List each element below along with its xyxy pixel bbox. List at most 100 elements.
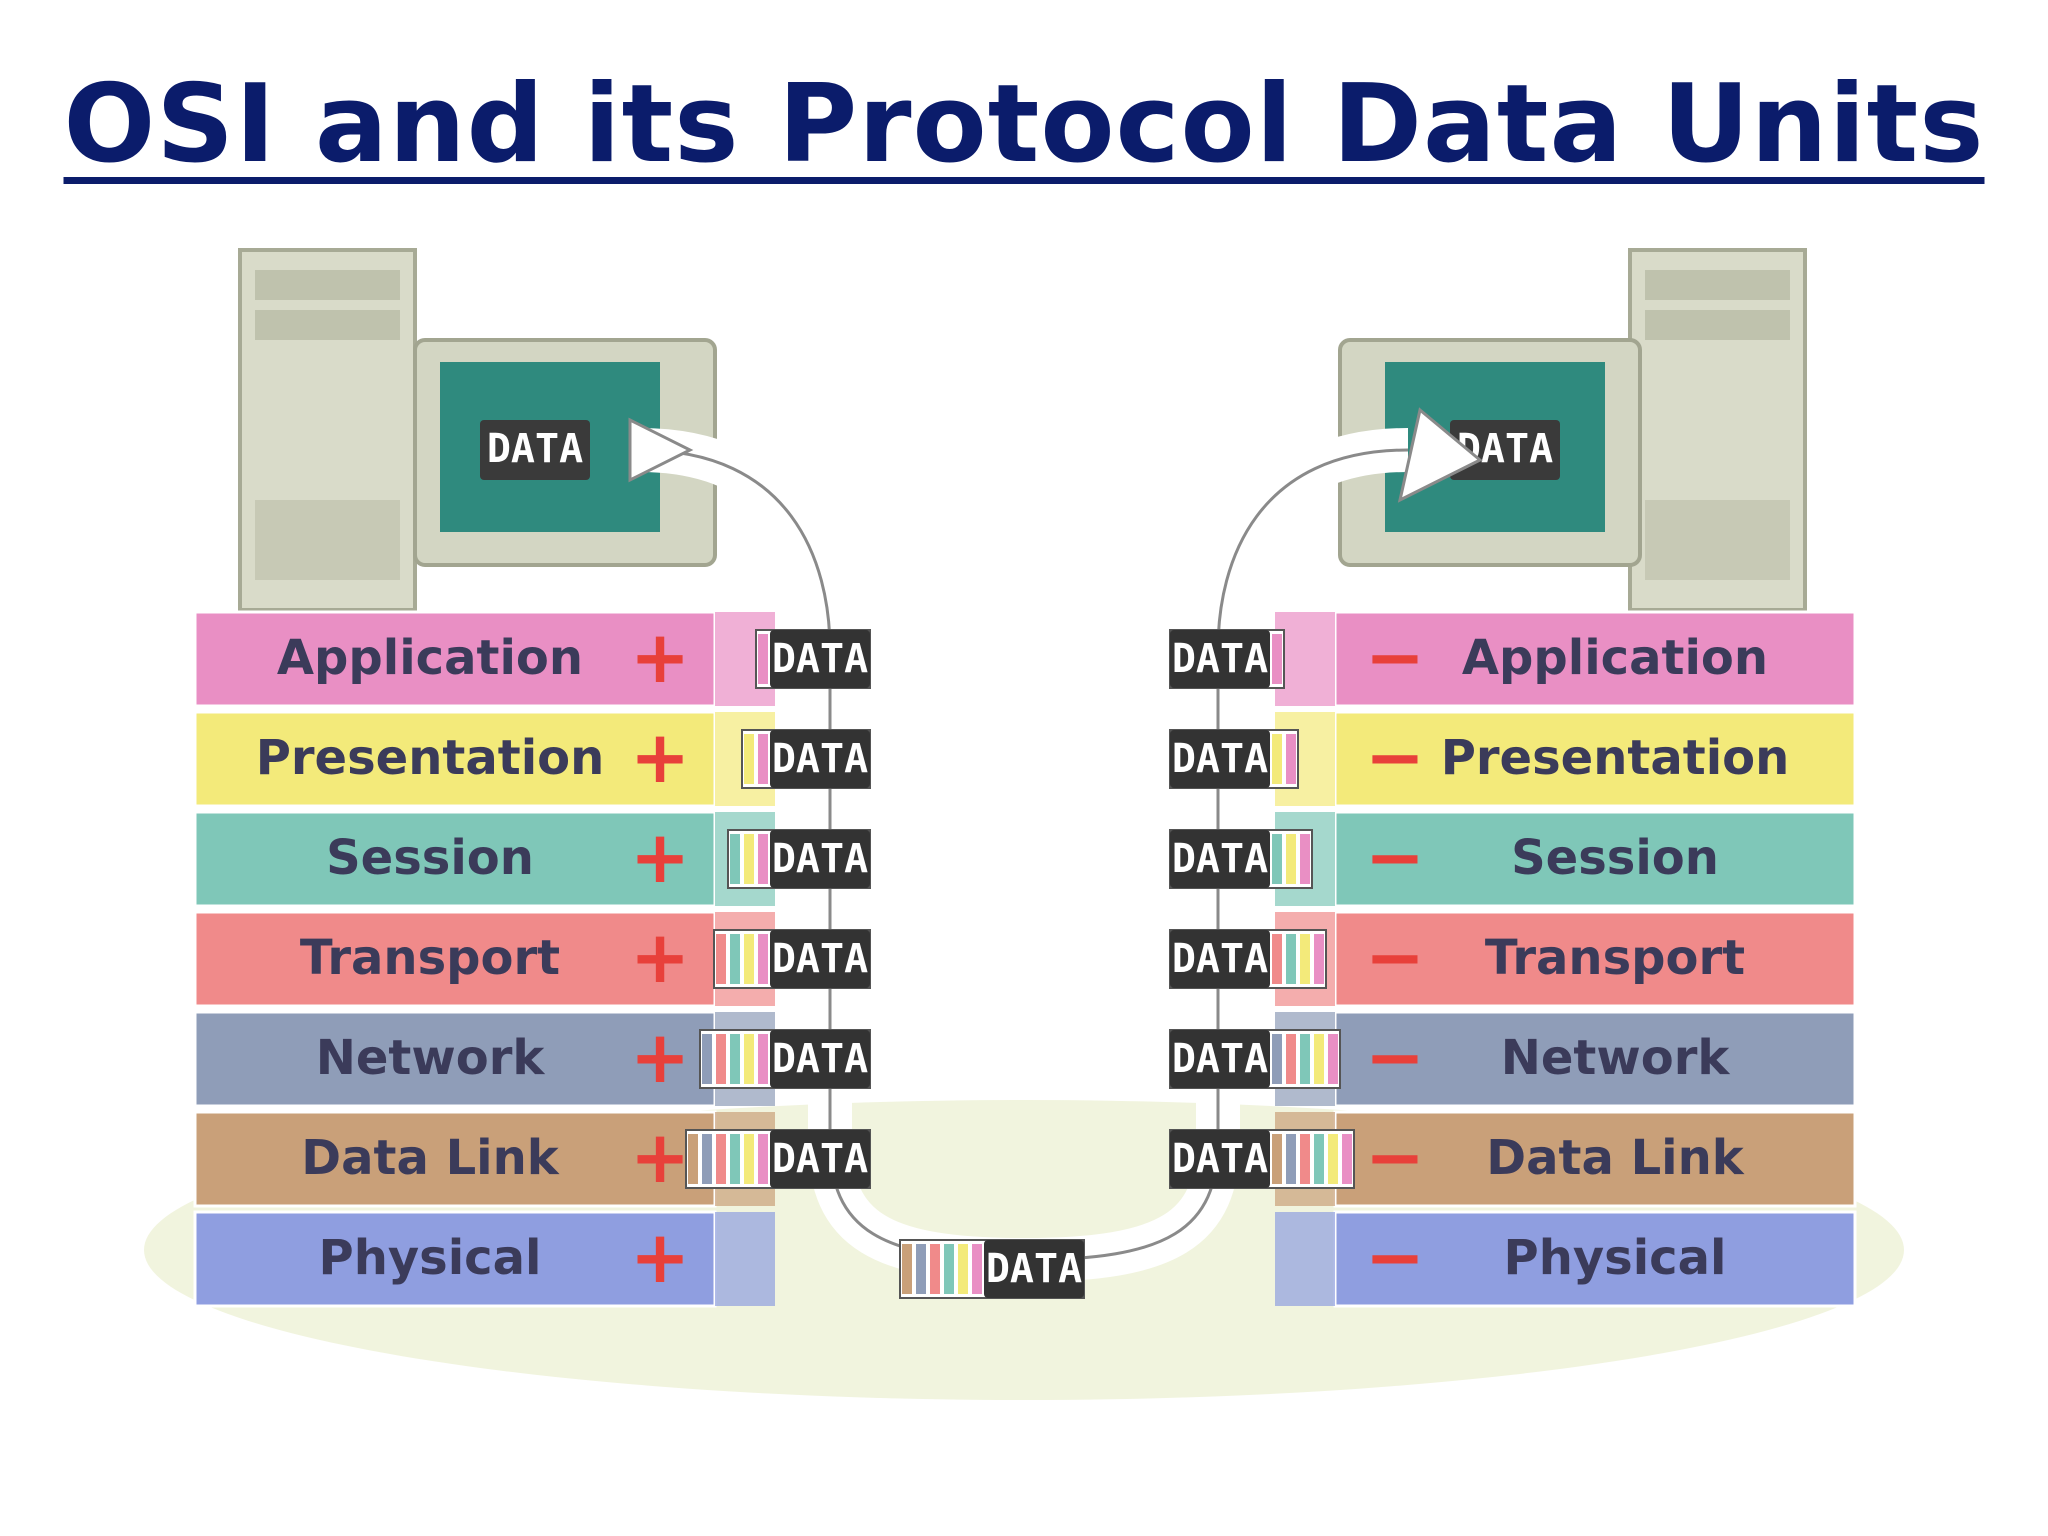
pdu-header-stripe — [730, 1034, 740, 1084]
pdu-header-stripe — [1286, 734, 1296, 784]
receiver-layer-transport: Transport− — [1275, 910, 1857, 1008]
sender-layer-bar — [193, 910, 717, 1008]
pdu-header-stripe — [1286, 934, 1296, 984]
receiver-layer-application: Application− — [1275, 610, 1857, 708]
data-chip — [770, 830, 870, 888]
pdu-header-stripe — [758, 1034, 768, 1084]
pdu-header-stripe — [716, 1134, 726, 1184]
receiver-layer-bar — [1333, 1010, 1857, 1108]
data-chip-label: DATA — [1172, 636, 1268, 682]
pdu-header-stripe — [1314, 1034, 1324, 1084]
data-chip-label: DATA — [772, 836, 868, 882]
sender-layer-label: Application — [277, 630, 583, 686]
data-chip-label: DATA — [1172, 1036, 1268, 1082]
receiver-arrowhead — [1397, 407, 1483, 503]
pdu-header-stripe — [1272, 634, 1282, 684]
receiver-layer-label: Physical — [1504, 1230, 1727, 1286]
pdu-header-stripe — [758, 834, 768, 884]
sender-layer-label: Network — [316, 1030, 546, 1086]
sender-layer-side — [715, 1212, 775, 1306]
receiver-layer-side — [1275, 1212, 1335, 1306]
receiver-layer-physical: Physical− — [1275, 1210, 1857, 1308]
data-chip — [1170, 830, 1270, 888]
sender-pdu-presentation: DATA — [741, 729, 871, 789]
pdu-header-stripe — [1300, 1134, 1310, 1184]
receiver-computer: DATA — [1338, 248, 1807, 612]
receiver-layer-session: Session− — [1275, 810, 1857, 908]
physical-pdu-unit: DATA — [899, 1239, 1085, 1299]
pdu-header-stripe — [1272, 1134, 1282, 1184]
data-chip — [1170, 1130, 1270, 1188]
pdu-header-stripe — [758, 934, 768, 984]
data-chip-label: DATA — [986, 1246, 1082, 1292]
pdu-header-stripe — [744, 1034, 754, 1084]
sender-screen-data-chip — [480, 420, 590, 480]
sender-layer-bar — [193, 810, 717, 908]
pdu-header-stripe — [1286, 834, 1296, 884]
pdu-header-stripe — [1300, 1034, 1310, 1084]
sender-layer-session: Session + — [193, 810, 775, 908]
data-chip-label: DATA — [1172, 1136, 1268, 1182]
pdu-header-stripe — [1342, 1134, 1352, 1184]
sender-layer-physical: Physical+ — [193, 1210, 775, 1308]
pdu-header-stripe — [972, 1244, 982, 1294]
sender-computer: DATA — [238, 248, 717, 612]
pdu-header-stripe — [930, 1244, 940, 1294]
pdu-header-stripe — [1314, 934, 1324, 984]
data-chip-label: DATA — [772, 736, 868, 782]
receiver-pdu-data-link: DATA — [1169, 1129, 1355, 1189]
data-chip-label: DATA — [772, 636, 868, 682]
pdu-header-stripe — [730, 934, 740, 984]
plus-icon: + — [630, 715, 690, 799]
plus-icon: + — [630, 1015, 690, 1099]
sender-layer-presentation: Presentation + — [193, 710, 775, 808]
data-chip — [770, 730, 870, 788]
plus-icon: + — [630, 615, 690, 699]
data-chip — [1170, 630, 1270, 688]
sender-layer-label: Session — [326, 830, 534, 886]
plus-icon: + — [630, 1215, 690, 1299]
receiver-layer-bar — [1333, 810, 1857, 908]
minus-icon: − — [1365, 715, 1425, 799]
receiver-pdu-transport: DATA — [1169, 929, 1327, 989]
pdu-header-stripe — [1300, 934, 1310, 984]
receiver-layer-label: Presentation — [1441, 730, 1790, 786]
minus-icon: − — [1365, 815, 1425, 899]
receiver-layer-bar — [1333, 1110, 1857, 1208]
data-chip — [984, 1240, 1084, 1298]
sender-arrowhead — [628, 417, 694, 483]
pdu-header-stripe — [702, 1034, 712, 1084]
pdu-header-stripe — [1328, 1034, 1338, 1084]
receiver-pdu-session: DATA — [1169, 829, 1313, 889]
pdu-header-stripe — [1286, 1034, 1296, 1084]
receiver-pdu-application: DATA — [1169, 629, 1285, 689]
receiver-screen-data-chip — [1450, 420, 1560, 480]
sender-screen-data-text: DATA — [487, 426, 583, 472]
sender-pdu-application: DATA — [755, 629, 871, 689]
sender-layer-label: Presentation — [256, 730, 605, 786]
sender-layer-bar — [193, 1010, 717, 1108]
sender-layer-application: Application + — [193, 610, 775, 708]
pdu-header-stripe — [1272, 734, 1282, 784]
pdu-header-stripe — [702, 1134, 712, 1184]
pdu-header-stripe — [1286, 1134, 1296, 1184]
plus-icon: + — [630, 815, 690, 899]
data-chip-label: DATA — [772, 1136, 868, 1182]
data-chip-label: DATA — [1172, 936, 1268, 982]
receiver-pdu-network: DATA — [1169, 1029, 1341, 1089]
receiver-layer-network: Network− — [1275, 1010, 1857, 1108]
receiver-layer-label: Data Link — [1486, 1130, 1744, 1186]
receiver-layer-label: Network — [1501, 1030, 1731, 1086]
data-chip-label: DATA — [1172, 836, 1268, 882]
pdu-header-stripe — [758, 634, 768, 684]
sender-layer-bar — [193, 710, 717, 808]
sender-pdu-session: DATA — [727, 829, 871, 889]
sender-layer-bar — [193, 1210, 717, 1308]
pdu-header-stripe — [688, 1134, 698, 1184]
receiver-stack: Application−Presentation−Session−Transpo… — [1275, 610, 1857, 1308]
sender-layer-data-link: Data Link+ — [193, 1110, 775, 1208]
data-chip — [1170, 730, 1270, 788]
